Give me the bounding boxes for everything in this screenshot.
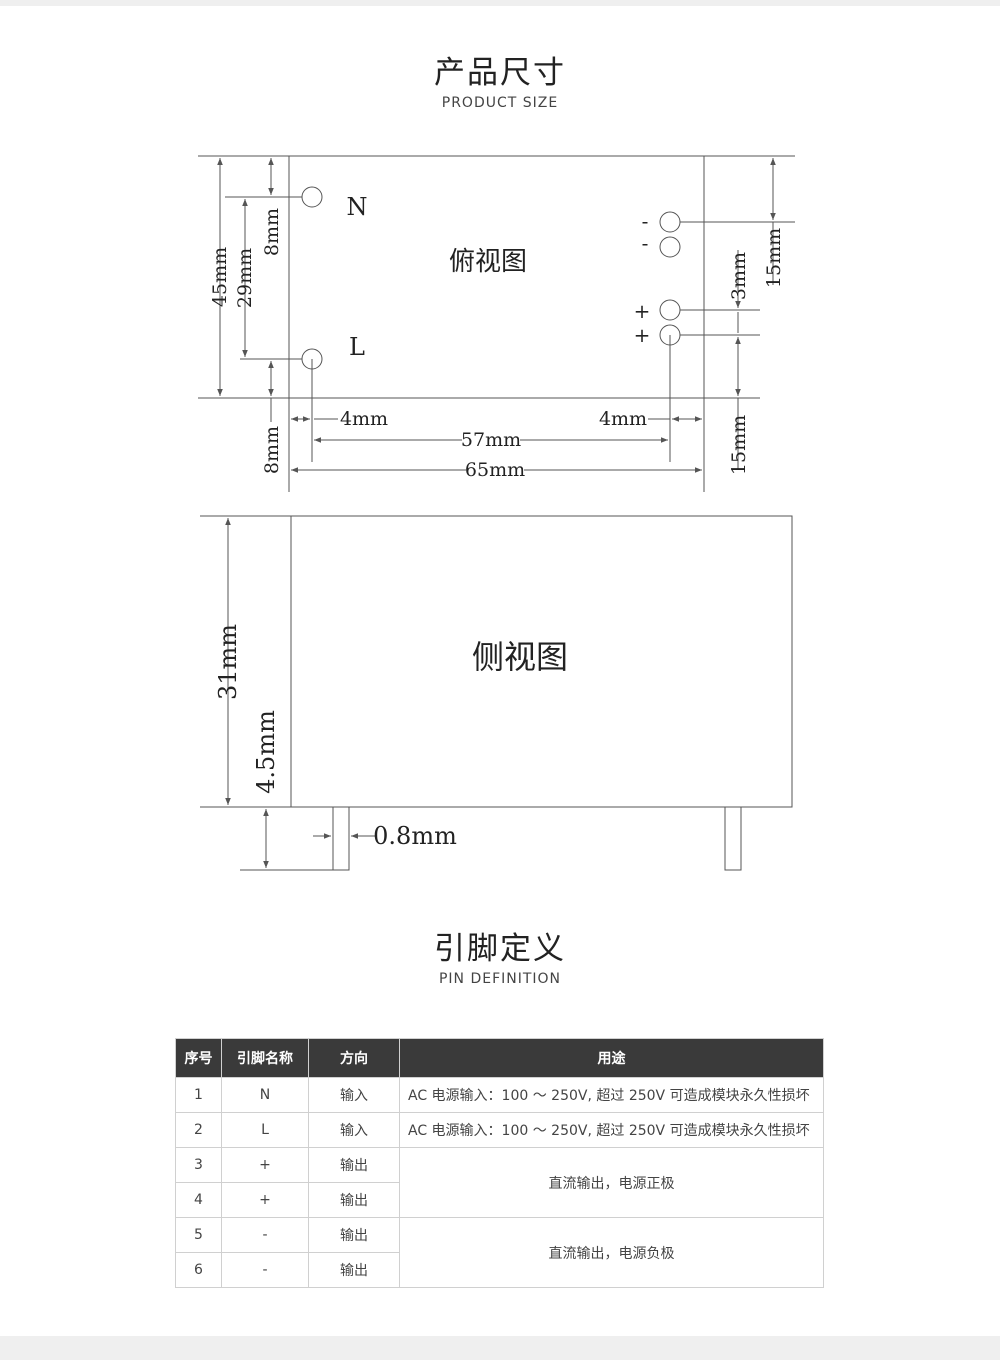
top-view-outline xyxy=(198,155,795,492)
pin-l-label: L xyxy=(349,333,365,361)
pin-n-label: N xyxy=(347,193,368,221)
dim-label-3: 3mm xyxy=(728,252,750,300)
cell-direction: 输出 xyxy=(308,1147,400,1183)
pin-plus-label-2: + xyxy=(634,323,651,347)
cell-usage: AC 电源输入：100 ～ 250V, 超过 250V 可造成模块永久性损坏 xyxy=(399,1077,824,1113)
pin-plus-label-1: + xyxy=(634,299,651,323)
table-row: 2 L 输入 AC 电源输入：100 ～ 250V, 超过 250V 可造成模块… xyxy=(175,1112,824,1148)
side-pin-right xyxy=(724,806,742,871)
cell-pin-name: + xyxy=(221,1147,309,1183)
dim-label-15-bottom: 15mm xyxy=(728,415,750,475)
cell-direction: 输出 xyxy=(308,1182,400,1218)
table-header-row: 序号 引脚名称 方向 用途 xyxy=(175,1038,824,1078)
pin-minus-label-1: - xyxy=(642,209,649,233)
table-row: 6 - 输出 xyxy=(175,1252,824,1288)
cell-no: 2 xyxy=(175,1112,222,1148)
dimension-drawing: 俯视图 N L - - + + 45mm 29mm 8mm 8mm 15mm 3… xyxy=(198,155,795,871)
pin-n-circle xyxy=(301,186,323,208)
table-row: 5 - 输出 直流输出，电源负极 xyxy=(175,1217,824,1288)
header-usage: 用途 xyxy=(399,1038,824,1078)
cell-direction: 输入 xyxy=(308,1112,400,1148)
pin-minus-circle-1 xyxy=(659,211,681,233)
dim-label-29: 29mm xyxy=(234,248,256,308)
cell-usage: AC 电源输入：100 ～ 250V, 超过 250V 可造成模块永久性损坏 xyxy=(399,1112,824,1148)
pin-plus-circle-1 xyxy=(659,299,681,321)
dim-label-0-8: 0.8mm xyxy=(373,822,457,850)
top-band xyxy=(0,0,1000,6)
dim-label-8-top: 8mm xyxy=(261,208,283,256)
table-row: 1 N 输入 AC 电源输入：100 ～ 250V, 超过 250V 可造成模块… xyxy=(175,1077,824,1113)
product-size-heading: 产品尺寸 PRODUCT SIZE xyxy=(0,55,1000,111)
pin-definition-table: 序号 引脚名称 方向 用途 1 N 输入 AC 电源输入：100 ～ 250V,… xyxy=(175,1038,824,1288)
cell-no: 1 xyxy=(175,1077,222,1113)
top-view-label: 俯视图 xyxy=(449,247,527,277)
dim-label-4-right: 4mm xyxy=(599,408,647,430)
cell-pin-name: - xyxy=(221,1252,309,1288)
dim-label-4-5: 4.5mm xyxy=(252,710,280,794)
cell-usage-negative: 直流输出，电源负极 xyxy=(399,1217,824,1288)
cell-pin-name: L xyxy=(221,1112,309,1148)
product-size-title: 产品尺寸 xyxy=(434,55,566,91)
dim-label-45: 45mm xyxy=(209,247,231,307)
pin-definition-subtitle: PIN DEFINITION xyxy=(438,971,562,987)
cell-pin-name: N xyxy=(221,1077,309,1113)
dim-label-65: 65mm xyxy=(465,459,525,481)
pin-definition-title: 引脚定义 xyxy=(434,931,566,967)
cell-pin-name: + xyxy=(221,1182,309,1218)
table-row: 3 + 输出 直流输出，电源正极 xyxy=(175,1147,824,1218)
cell-no: 6 xyxy=(175,1252,222,1288)
header-no: 序号 xyxy=(175,1038,222,1078)
cell-direction: 输出 xyxy=(308,1217,400,1253)
cell-direction: 输入 xyxy=(308,1077,400,1113)
pin-minus-circle-2 xyxy=(659,236,681,258)
bottom-band xyxy=(0,1336,1000,1360)
pin-definition-heading: 引脚定义 PIN DEFINITION xyxy=(0,931,1000,987)
side-view-label: 侧视图 xyxy=(472,638,568,676)
cell-usage-positive: 直流输出，电源正极 xyxy=(399,1147,824,1218)
dim-label-8-bottom: 8mm xyxy=(261,426,283,474)
dim-label-31: 31mm xyxy=(214,624,242,700)
pin-minus-label-2: - xyxy=(642,231,649,255)
cell-no: 4 xyxy=(175,1182,222,1218)
dim-label-57: 57mm xyxy=(461,429,521,451)
cell-pin-name: - xyxy=(221,1217,309,1253)
dim-label-15-top: 15mm xyxy=(763,228,785,288)
dim-label-4-left: 4mm xyxy=(340,408,388,430)
product-size-subtitle: PRODUCT SIZE xyxy=(441,95,559,111)
cell-direction: 输出 xyxy=(308,1252,400,1288)
header-direction: 方向 xyxy=(308,1038,400,1078)
side-pin-left xyxy=(332,806,350,871)
header-pin-name: 引脚名称 xyxy=(221,1038,309,1078)
cell-no: 3 xyxy=(175,1147,222,1183)
cell-no: 5 xyxy=(175,1217,222,1253)
side-view-body xyxy=(290,515,793,808)
